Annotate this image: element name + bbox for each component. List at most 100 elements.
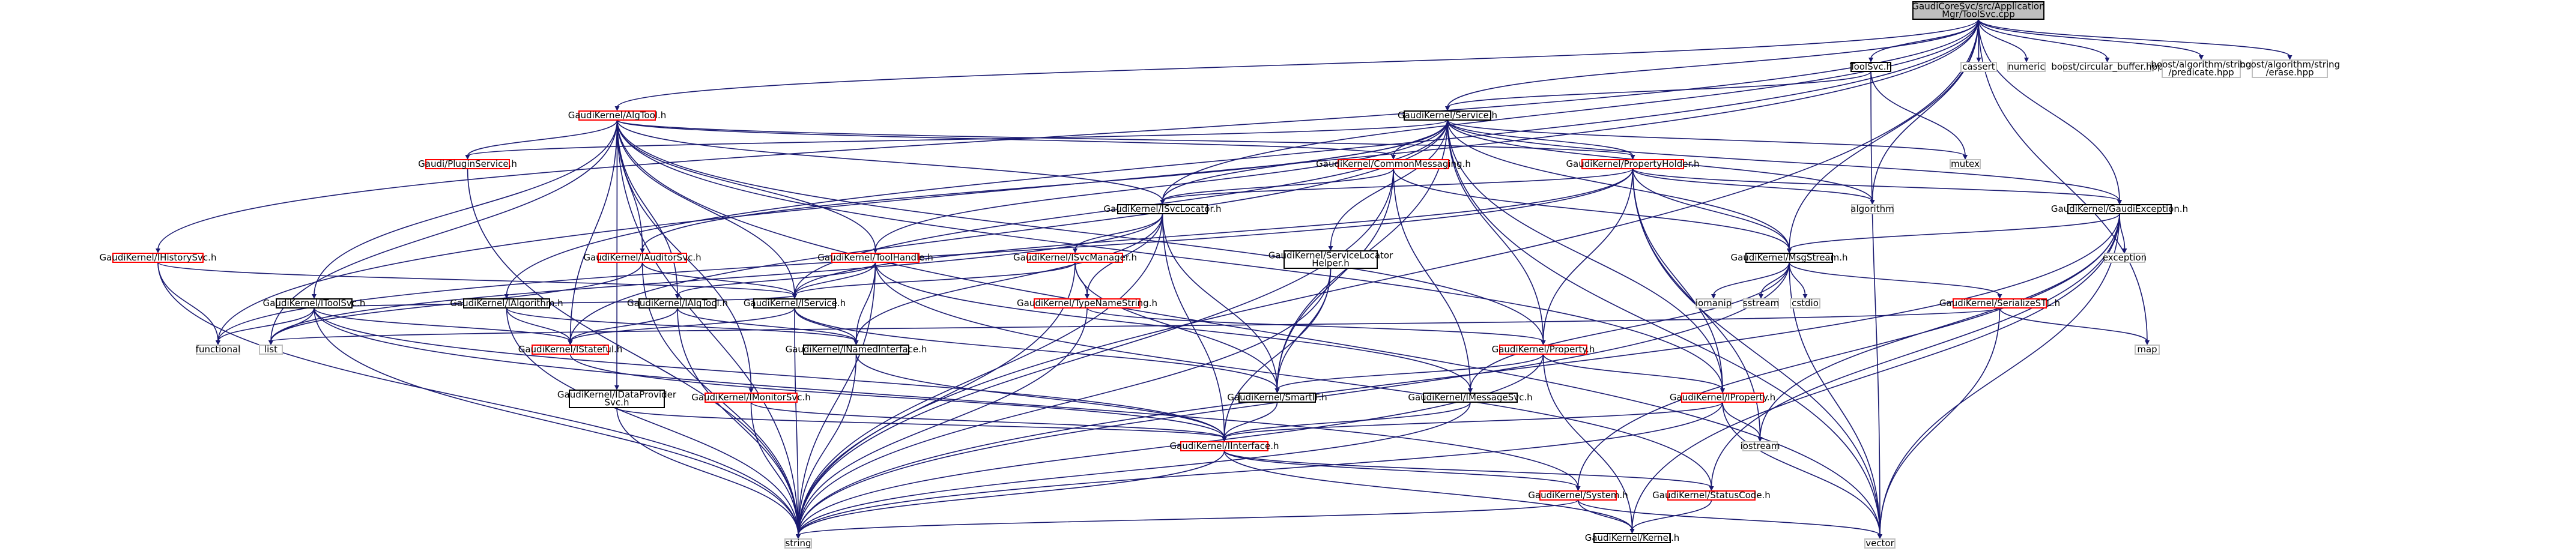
edge-toolhandle-to-imessagesvc [874, 262, 1471, 390]
node-property[interactable]: GaudiKernel/Property.h [1492, 344, 1595, 355]
edge-ialgtool-to-inamedif [677, 307, 857, 342]
node-circbuf: boost/circular_buffer.hpp [2051, 61, 2163, 73]
node-box-cstdio [1790, 298, 1820, 309]
node-box-ialgtool [638, 298, 717, 309]
edge-iinterface-to-string [798, 450, 1225, 536]
edge-arrowhead-service-to-propholder [1630, 155, 1635, 160]
node-label-historysvc-0: GaudiKernel/IHistorySvc.h [100, 252, 217, 263]
node-box-mutex [1950, 159, 1981, 169]
node-iinterface[interactable]: GaudiKernel/IInterface.h [1169, 441, 1279, 451]
node-box-predicate [2162, 59, 2241, 78]
node-inamedif[interactable]: GaudiKernel/INamedInterface.h [786, 344, 927, 355]
node-label-vector-0: vector [1865, 538, 1894, 549]
edge-algtool-to-itoolsvc [314, 119, 618, 296]
edge-arrowhead-iinterface-to-system [1575, 486, 1581, 491]
edge-toolhandle-to-statuscode [874, 262, 1712, 488]
node-historysvc[interactable]: GaudiKernel/IHistorySvc.h [100, 252, 217, 263]
edge-historysvc-to-iservice [157, 262, 795, 296]
node-serializestl[interactable]: GaudiKernel/SerializeSTL.h [1939, 298, 2060, 309]
edge-arrowhead-typenamestr-to-property [1541, 340, 1546, 345]
node-algtool[interactable]: GaudiKernel/AlgTool.h [568, 110, 667, 121]
node-label-erase-0: boost/algorithm/string [2240, 59, 2340, 70]
node-pluginsvc[interactable]: Gaudi/PluginService.h [418, 158, 517, 169]
edge-inamedif-to-iinterface [855, 354, 1225, 439]
edge-root-to-historysvc [157, 19, 1979, 250]
edge-service-to-propholder [1447, 119, 1634, 157]
edge-isvcmanager-to-iservice [794, 262, 1076, 296]
node-isvclocator[interactable]: GaudiKernel/ISvcLocator.h [1103, 203, 1222, 214]
edge-algtool-to-iproperty [616, 119, 1723, 390]
node-itoolsvc[interactable]: GaudiKernel/IToolSvc.h [263, 298, 366, 309]
node-box-toolsvc_h [1850, 62, 1891, 72]
node-box-numeric [2007, 62, 2046, 72]
edge-property-to-kernel [1542, 354, 1633, 531]
edge-propholder-to-vector [1632, 168, 1880, 536]
edge-isvclocator-to-string [798, 213, 1163, 536]
node-box-commonmsg [1338, 159, 1449, 169]
node-label-algtool-0: GaudiKernel/AlgTool.h [568, 110, 667, 121]
node-label-predicate-0: boost/algorithm/string [2151, 59, 2251, 70]
edge-service-to-property [1447, 119, 1544, 342]
edge-itoolsvc-to-list [270, 307, 315, 342]
node-propholder[interactable]: GaudiKernel/PropertyHolder.h [1566, 158, 1700, 169]
node-imessagesvc[interactable]: GaudiKernel/IMessageSvc.h [1408, 392, 1533, 403]
edge-service-to-gaudiexc [1447, 119, 2120, 202]
node-box-svclochelper [1283, 250, 1378, 269]
node-commonmsg[interactable]: GaudiKernel/CommonMessaging.h [1316, 158, 1471, 169]
node-service[interactable]: GaudiKernel/Service.h [1398, 110, 1497, 121]
node-kernel[interactable]: GaudiKernel/Kernel.h [1585, 532, 1680, 543]
edge-gaudiexc-to-statuscode [1711, 213, 2120, 488]
node-toolsvc_h[interactable]: ToolSvc.h [1849, 61, 1892, 72]
node-label-map-0: map [2137, 344, 2157, 355]
node-iservice[interactable]: GaudiKernel/IService.h [744, 298, 846, 309]
node-ialgtool[interactable]: GaudiKernel/IAlgTool.h [627, 298, 728, 309]
node-ialgorithm[interactable]: GaudiKernel/IAlgorithm.h [450, 298, 563, 309]
node-label-iauditorsvc-0: GaudiKernel/IAuditorSvc.h [583, 252, 701, 263]
edge-msgstream-to-serializestl [1789, 262, 2001, 296]
edge-historysvc-to-string [157, 262, 799, 536]
edge-iauditorsvc-to-iservice [641, 262, 795, 296]
edge-arrowhead-iproperty-to-iinterface [1222, 437, 1227, 442]
node-box-isvclocator [1117, 204, 1208, 214]
node-statuscode[interactable]: GaudiKernel/StatusCode.h [1652, 490, 1771, 501]
node-box-historysvc [112, 253, 204, 263]
node-iauditorsvc[interactable]: GaudiKernel/IAuditorSvc.h [583, 252, 702, 263]
edge-imonitorsvc-to-string [750, 402, 799, 536]
edge-gaudiexc-to-string [798, 213, 2120, 536]
edge-arrowhead-iservice-to-inamedif [853, 340, 859, 345]
edge-arrowhead-itoolsvc-to-functional [216, 340, 220, 345]
node-typenamestr[interactable]: GaudiKernel/TypeNameString.h [1017, 298, 1157, 309]
edge-arrowhead-property-to-smartifh [1274, 388, 1280, 393]
node-imonitorsvc[interactable]: GaudiKernel/IMonitorSvc.h [691, 392, 811, 403]
node-iomanip: iomanip [1696, 298, 1732, 309]
node-toolhandle[interactable]: GaudiKernel/ToolHandle.h [817, 252, 933, 263]
edge-arrowhead-msgstream-to-iomanip [1711, 294, 1716, 299]
edge-service-to-pluginsvc [467, 119, 1448, 157]
node-label-string-0: string [785, 538, 811, 549]
node-iproperty[interactable]: GaudiKernel/IProperty.h [1670, 392, 1775, 403]
node-label-inamedif-0: GaudiKernel/INamedInterface.h [786, 344, 927, 355]
edge-imonitorsvc-to-iinterface [750, 402, 1225, 439]
node-label-erase-1: /erase.hpp [2265, 67, 2314, 78]
node-box-string [784, 538, 812, 549]
node-smartifh[interactable]: GaudiKernel/SmartIF.h [1227, 392, 1327, 403]
edge-service-to-toolhandle [874, 119, 1448, 250]
node-root[interactable]: GaudiCoreSvc/src/ApplicationMgr/ToolSvc.… [1912, 1, 2045, 20]
edge-arrowhead-statuscode-to-kernel [1629, 529, 1635, 534]
edge-toolhandle-to-iservice [794, 262, 876, 296]
edge-ialgorithm-to-istateful [506, 307, 571, 342]
node-gaudiexc[interactable]: GaudiKernel/GaudiException.h [2051, 203, 2188, 214]
node-label-sstream-0: sstream [1743, 298, 1779, 309]
node-label-exception-0: exception [2103, 252, 2147, 263]
node-msgstream[interactable]: GaudiKernel/MsgStream.h [1730, 252, 1848, 263]
edge-isvclocator-to-iinterface [1162, 213, 1225, 439]
node-algorithm: algorithm [1850, 203, 1894, 214]
edge-arrowhead-propholder-to-isvclocator [1160, 200, 1165, 205]
node-istateful[interactable]: GaudiKernel/IStateful.h [518, 344, 623, 355]
edge-propholder-to-iproperty [1632, 168, 1723, 390]
node-isvcmanager[interactable]: GaudiKernel/ISvcManager.h [1013, 252, 1137, 263]
node-label-svclochelper-0: GaudiKernel/ServiceLocator [1268, 250, 1393, 261]
node-system[interactable]: GaudiKernel/System.h [1528, 490, 1628, 501]
